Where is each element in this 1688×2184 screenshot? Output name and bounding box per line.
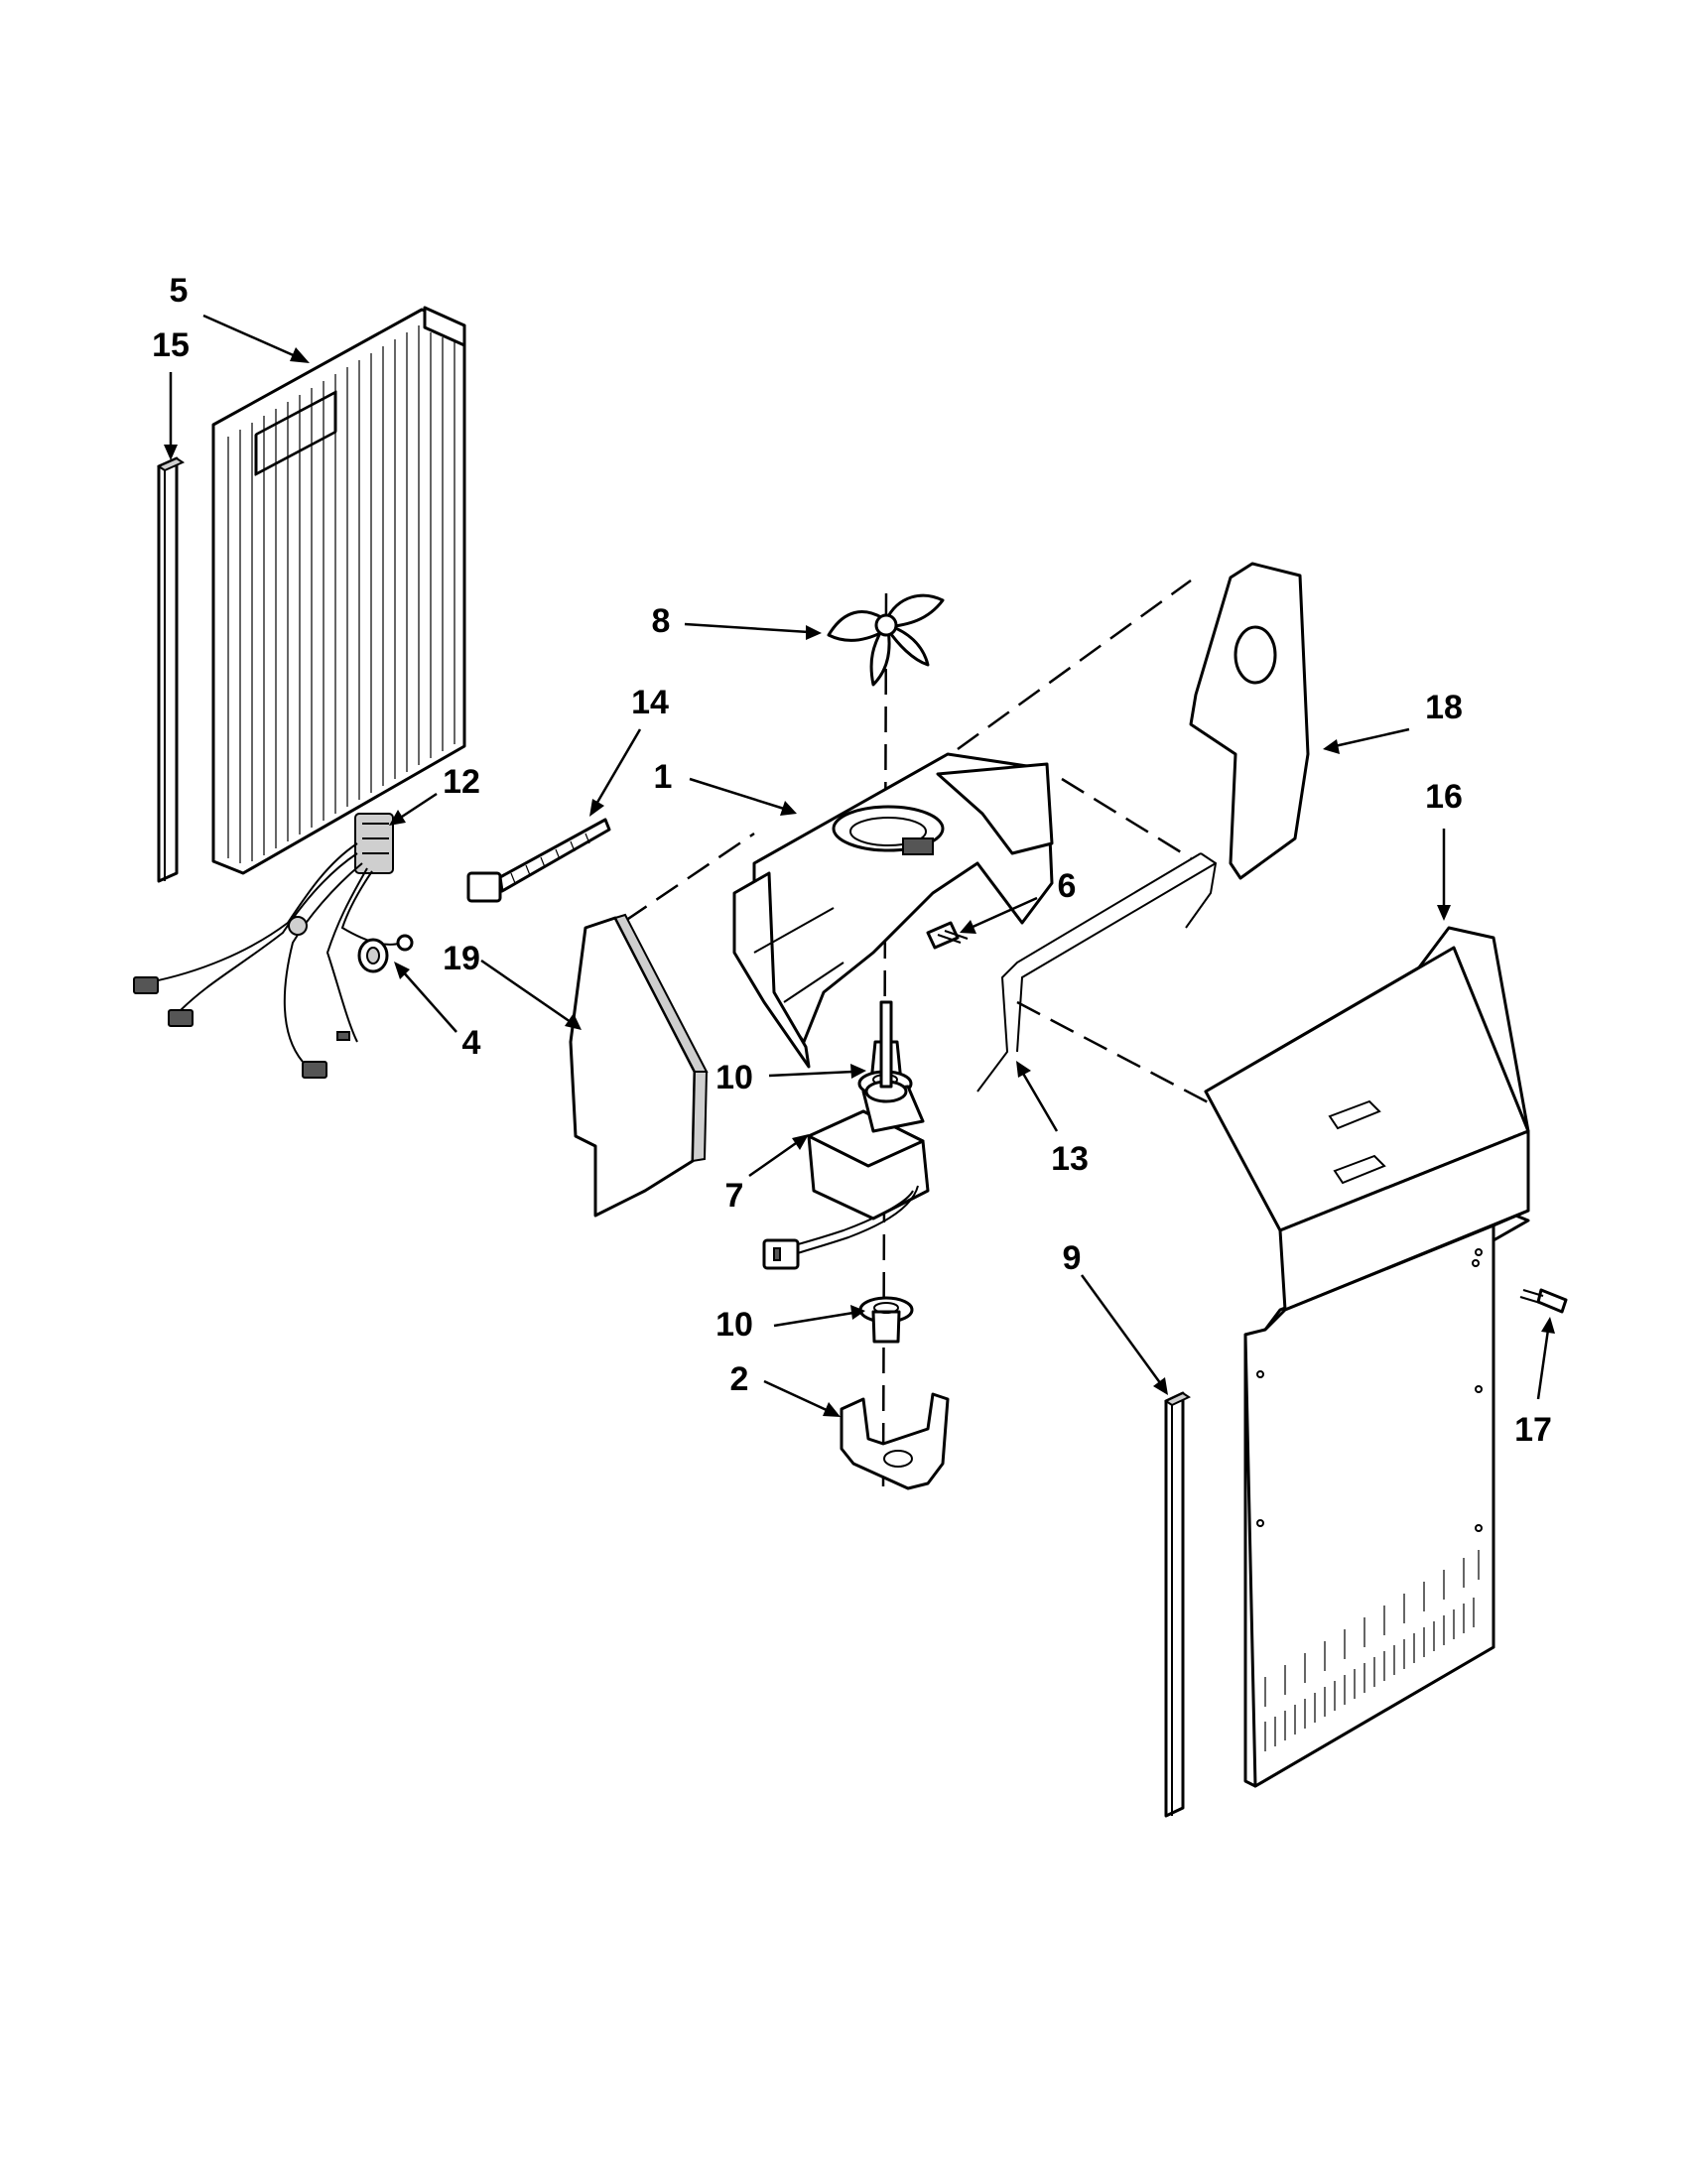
callout-8: 8 [652, 602, 671, 640]
part-6-screw [926, 921, 969, 950]
part-5-rear-cover-panel [211, 306, 466, 875]
part-13-wire-bracket [976, 852, 1218, 1092]
callout-19: 19 [443, 940, 480, 977]
assembly-dashed-lines [624, 578, 1217, 1489]
part-19-air-baffle [569, 913, 709, 1218]
part-8-fan-blade [827, 593, 945, 687]
callout-2: 2 [730, 1360, 749, 1398]
callout-4: 4 [462, 1024, 481, 1062]
part-18-air-baffle [1189, 562, 1310, 880]
part-16-evaporator-cover [1204, 926, 1530, 1788]
part-2-motor-bracket [840, 1392, 950, 1490]
part-17-screw [1472, 1259, 1568, 1314]
part-4-grommet [357, 938, 389, 973]
callout-13: 13 [1051, 1140, 1089, 1178]
callout-12: 12 [443, 763, 480, 801]
callout-leaders [164, 314, 1555, 1417]
part-14-cable-tie [466, 818, 611, 903]
callout-1: 1 [654, 758, 673, 796]
callout-6: 6 [1058, 867, 1077, 905]
callout-15: 15 [152, 326, 190, 364]
callout-9: 9 [1063, 1239, 1082, 1277]
part-15-seal-strip [156, 456, 186, 883]
callout-7: 7 [725, 1177, 744, 1215]
callout-labels: 5 15 8 14 18 12 1 16 6 19 4 10 13 7 9 10… [152, 272, 1552, 1449]
callout-16: 16 [1425, 778, 1463, 816]
callout-17: 17 [1514, 1411, 1552, 1449]
part-10-shaft-coupler-lower [858, 1296, 914, 1344]
callout-14: 14 [631, 684, 669, 721]
callout-5: 5 [170, 272, 189, 310]
part-12-wire-harness [133, 813, 414, 1079]
callout-10-upper: 10 [715, 1059, 753, 1096]
part-1-fan-shroud [732, 752, 1054, 1069]
part-9-seal-strip [1163, 1391, 1192, 1818]
part-7-fan-motor [762, 1000, 930, 1270]
callout-18: 18 [1425, 689, 1463, 726]
callout-10-lower: 10 [715, 1306, 753, 1344]
